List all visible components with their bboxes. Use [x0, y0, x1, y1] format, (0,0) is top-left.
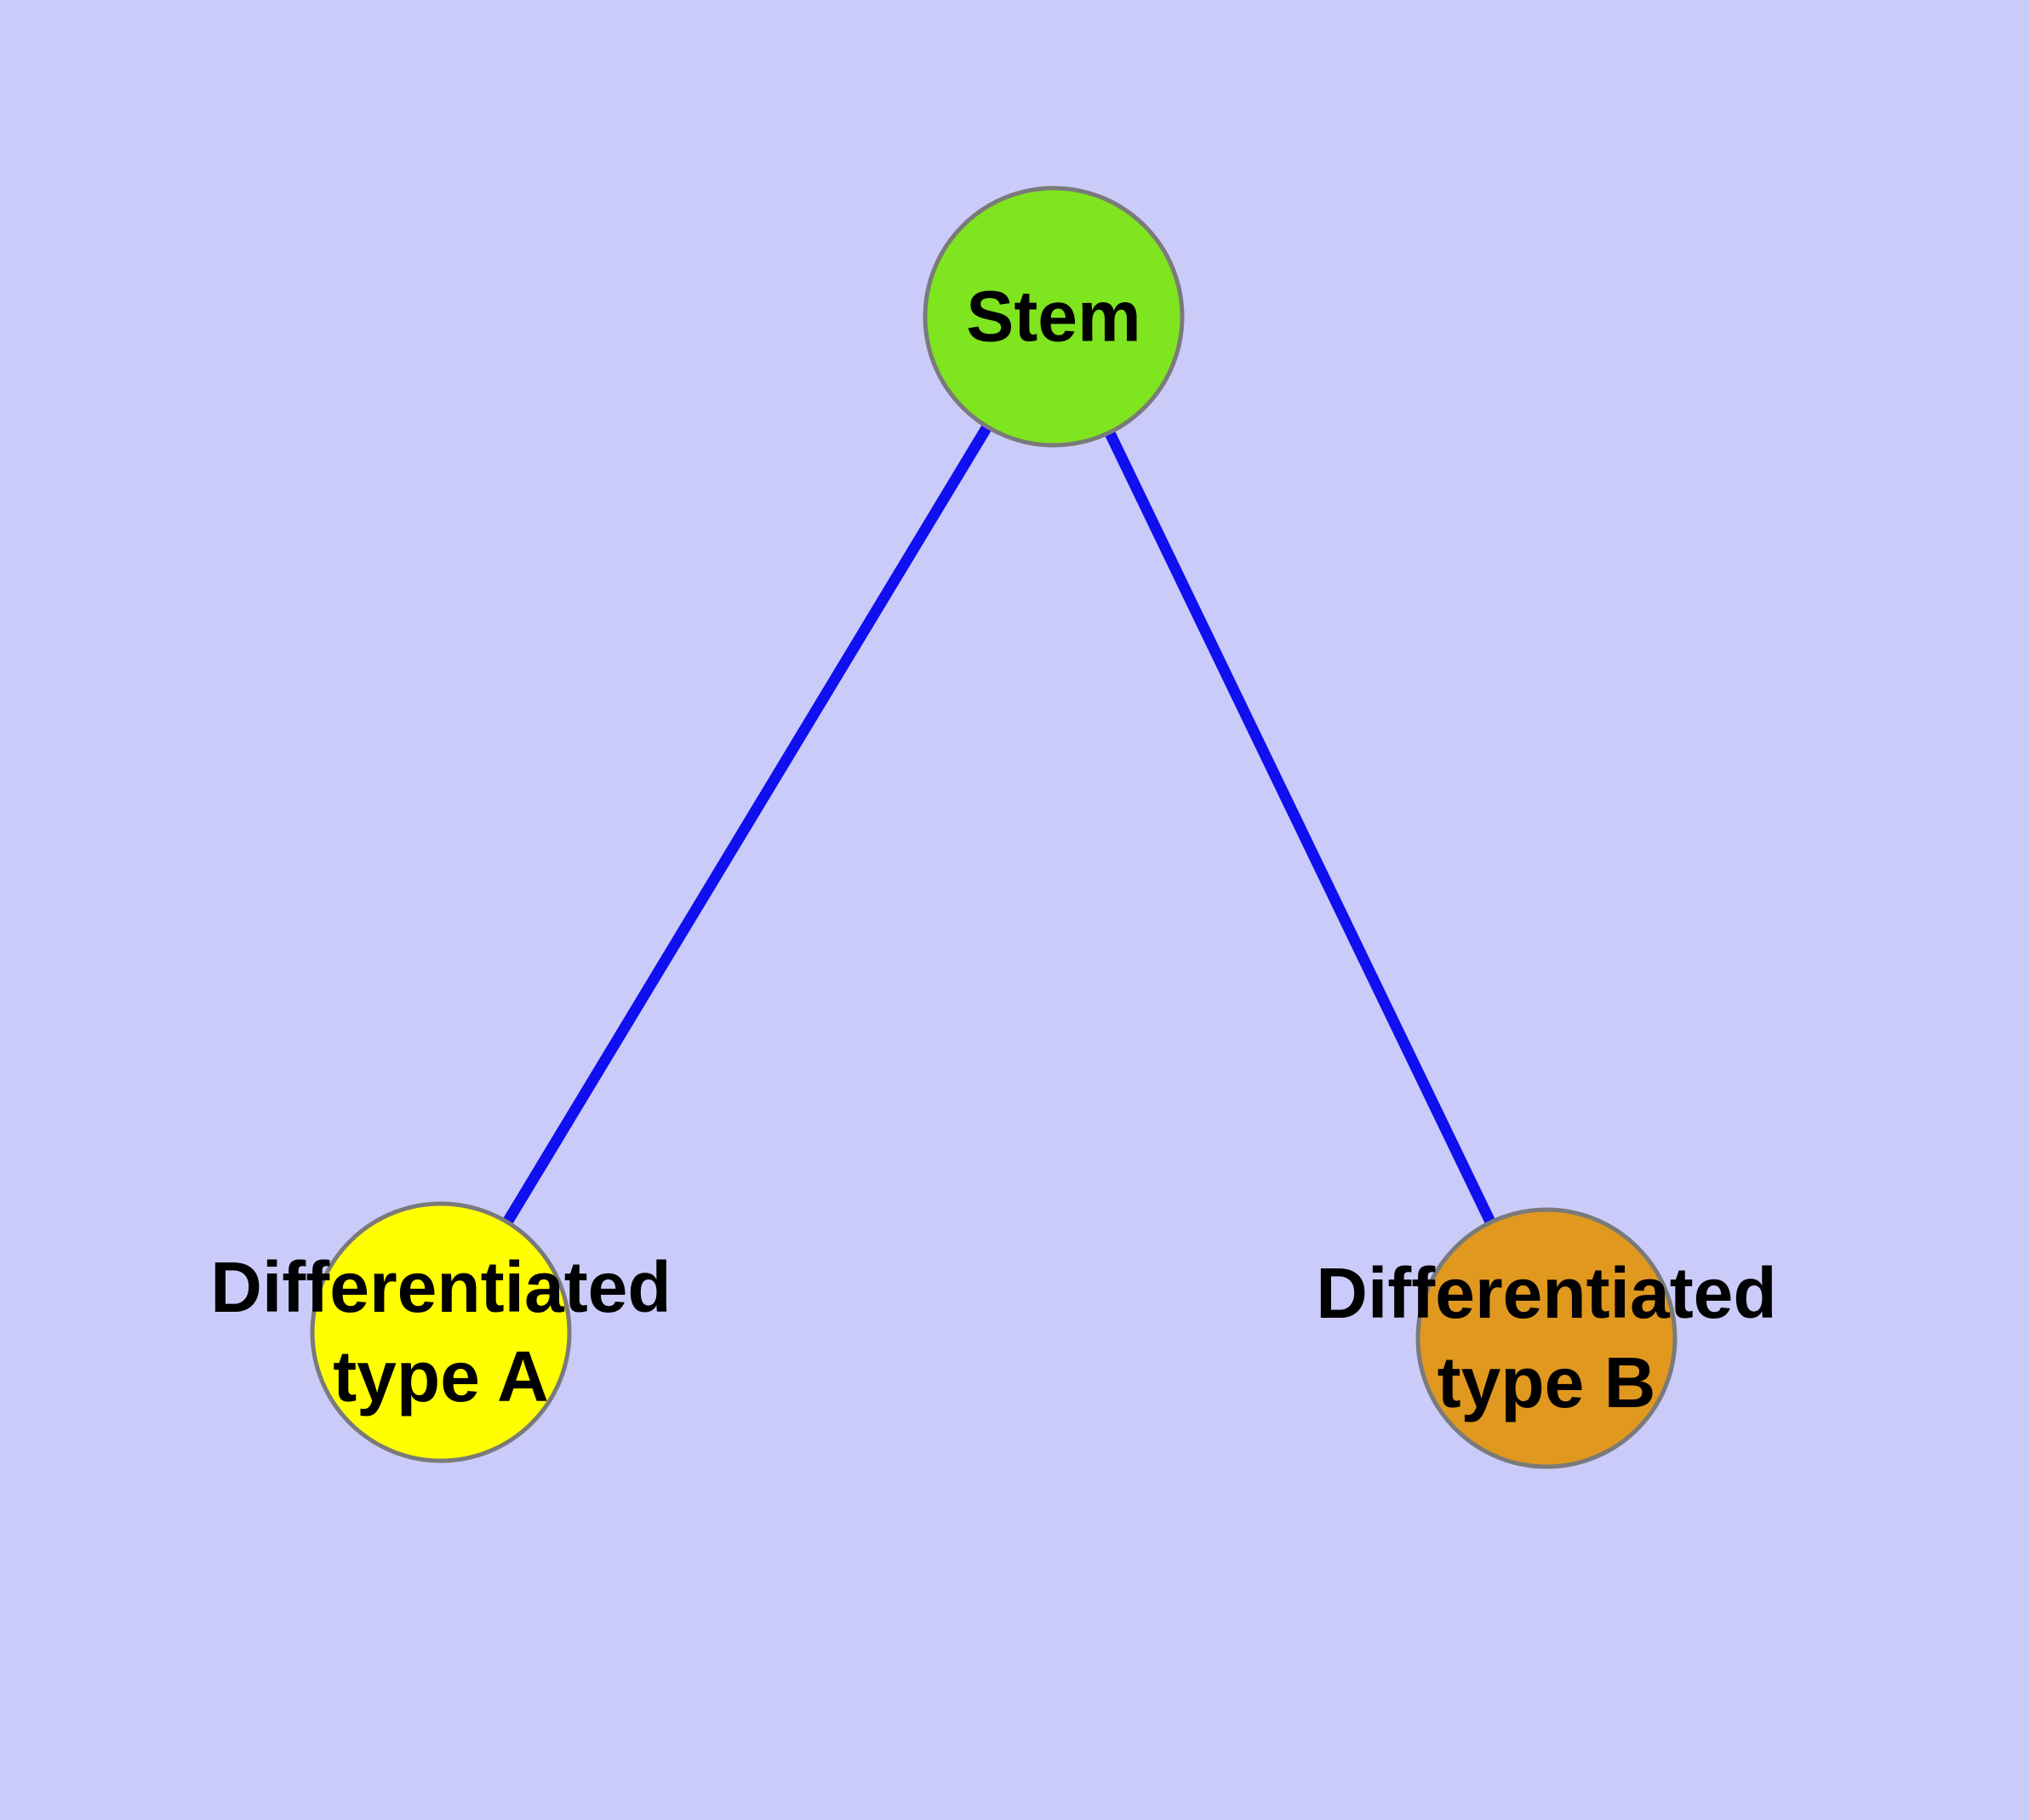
edge-stem-to-differentiated-b [1048, 311, 1552, 1344]
node-differentiated-b-circle [1415, 1207, 1677, 1469]
node-stem-circle [923, 186, 1185, 448]
node-differentiated-a-circle [310, 1201, 572, 1463]
edge-stem-to-differentiated-a [435, 311, 1060, 1338]
